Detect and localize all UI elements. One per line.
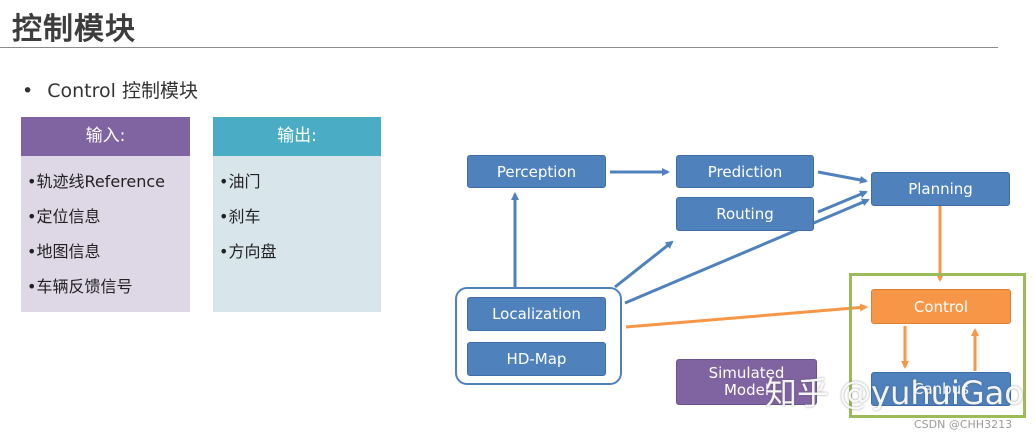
inputs-heading: 输入: xyxy=(21,117,190,156)
input-item: •地图信息 xyxy=(27,242,101,261)
bullet-dot: • xyxy=(22,80,34,102)
title-divider xyxy=(0,47,998,48)
inputs-panel: 输入: •轨迹线Reference •定位信息 •地图信息 •车辆反馈信号 xyxy=(21,117,190,312)
control-node: Control xyxy=(871,289,1011,324)
localization-node: Localization xyxy=(467,297,606,331)
arrow-prediction-planning xyxy=(817,170,868,184)
control-canbus-group xyxy=(849,273,1026,418)
output-item: •刹车 xyxy=(219,207,261,226)
outputs-heading: 输出: xyxy=(213,117,381,156)
intro-text: Control 控制模块 xyxy=(47,80,198,102)
output-item: •方向盘 xyxy=(219,242,277,261)
arrow-routing-planning xyxy=(817,190,868,214)
zhihu-watermark: 知乎 @yuhuiGao xyxy=(765,374,1024,412)
page-title: 控制模块 xyxy=(12,12,136,47)
csdn-credit: CSDN @CHH3213 xyxy=(914,418,1013,431)
routing-node: Routing xyxy=(676,197,814,231)
input-item: •定位信息 xyxy=(27,207,101,226)
simulated-model-node: Simulated Model xyxy=(676,359,817,405)
simulated-model-line1: Simulated xyxy=(708,364,785,382)
hdmap-node: HD-Map xyxy=(467,342,606,376)
simulated-model-line2: Model xyxy=(723,381,770,399)
localization-hdmap-group xyxy=(455,287,622,385)
arrow-localization-prediction xyxy=(614,240,674,289)
prediction-node: Prediction xyxy=(676,155,814,188)
arrow-localization-planning xyxy=(624,198,870,305)
arrow-localization-control xyxy=(625,303,868,329)
output-item: •油门 xyxy=(219,172,261,191)
input-item: •轨迹线Reference xyxy=(27,172,166,191)
canbus-node: Canbus xyxy=(871,372,1011,406)
outputs-panel: 输出: •油门 •刹车 •方向盘 xyxy=(213,117,381,312)
perception-node: Perception xyxy=(467,155,606,188)
planning-node: Planning xyxy=(871,172,1010,206)
input-item: •车辆反馈信号 xyxy=(27,277,133,296)
intro-bullet: • Control 控制模块 xyxy=(22,76,198,103)
